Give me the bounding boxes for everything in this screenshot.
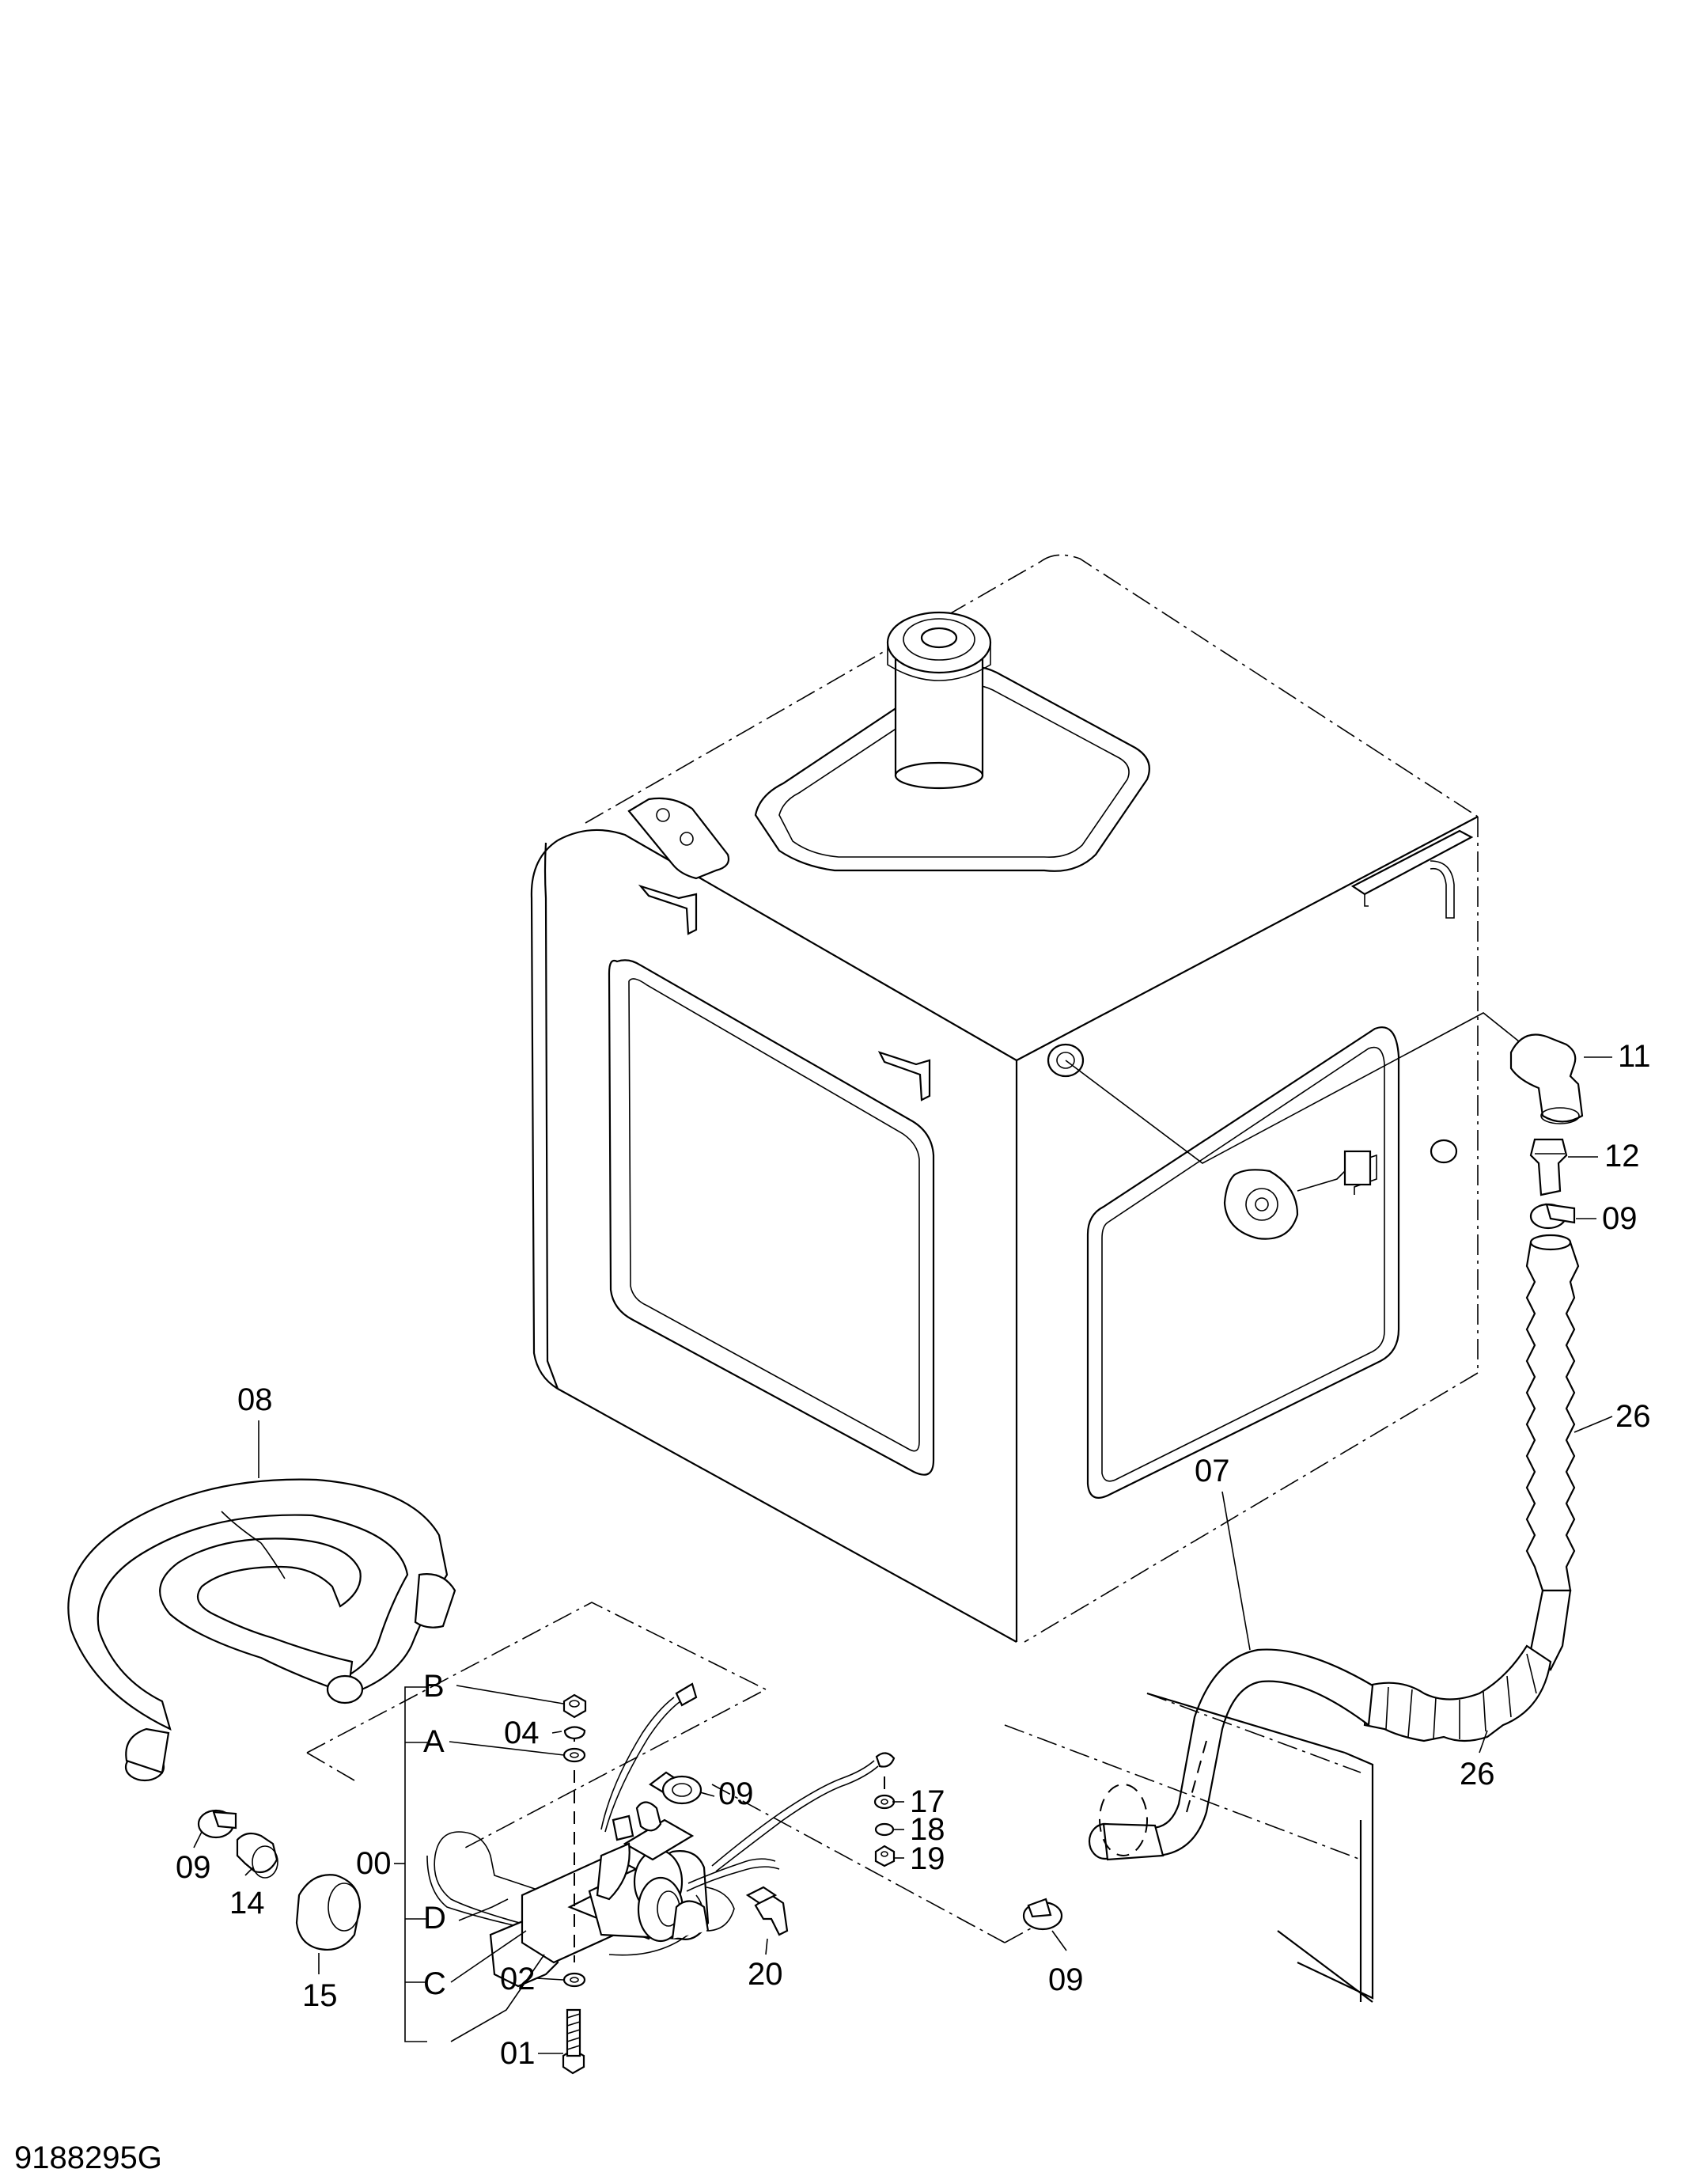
callout-04: 04 <box>504 1716 540 1750</box>
callout-09: 09 <box>1602 1201 1638 1236</box>
return-line-parts <box>1088 1033 1584 1861</box>
elbow-fitting <box>1509 1033 1584 1123</box>
tank-lug <box>627 797 730 880</box>
drain-fittings <box>197 1809 362 1951</box>
callout-01: 01 <box>500 2036 536 2071</box>
callout-15: 15 <box>302 1978 338 2013</box>
callout-07: 07 <box>1195 1454 1230 1488</box>
suction-hose <box>1149 1648 1374 1857</box>
callout-18: 18 <box>910 1812 945 1847</box>
callout-20: 20 <box>748 1957 783 1992</box>
callout-14: 14 <box>229 1886 265 1920</box>
washer <box>562 1972 586 1988</box>
callout-00: 00 <box>356 1846 392 1881</box>
callout-17: 17 <box>910 1784 945 1819</box>
callout-B: B <box>423 1669 445 1704</box>
frame-angle <box>1004 1692 1374 2003</box>
tank-sensor <box>1223 1169 1299 1240</box>
filler-cap <box>886 611 992 674</box>
callout-09: 09 <box>718 1776 754 1811</box>
callout-02: 02 <box>500 1962 536 1996</box>
callout-26: 26 <box>1615 1399 1651 1434</box>
callout-labels: 11 12 09 26 08 07 26 B 04 A 09 17 18 19 … <box>176 1039 1651 2071</box>
adapter-fitting <box>236 1832 278 1874</box>
tank <box>530 554 1524 1643</box>
callout-D: D <box>423 1901 446 1936</box>
assembly-bracket <box>193 1056 1613 2054</box>
callout-11: 11 <box>1618 1039 1651 1074</box>
drawing-number: 9188295G <box>14 2140 162 2175</box>
corrugated-hose <box>1525 1241 1580 1592</box>
callout-C: C <box>423 1966 446 2001</box>
callout-09: 09 <box>176 1850 211 1885</box>
callout-19: 19 <box>910 1841 945 1876</box>
nipple-fitting <box>1529 1138 1568 1196</box>
nut <box>562 1693 587 1719</box>
pump-assembly <box>306 1602 1063 2075</box>
coiled-hose <box>67 1478 456 1782</box>
hose-clamp-pump <box>661 1775 703 1805</box>
callout-A: A <box>423 1724 445 1759</box>
callout-08: 08 <box>237 1382 273 1417</box>
callout-09: 09 <box>1048 1962 1084 1997</box>
callout-26: 26 <box>1460 1757 1495 1792</box>
callout-12: 12 <box>1604 1139 1640 1174</box>
